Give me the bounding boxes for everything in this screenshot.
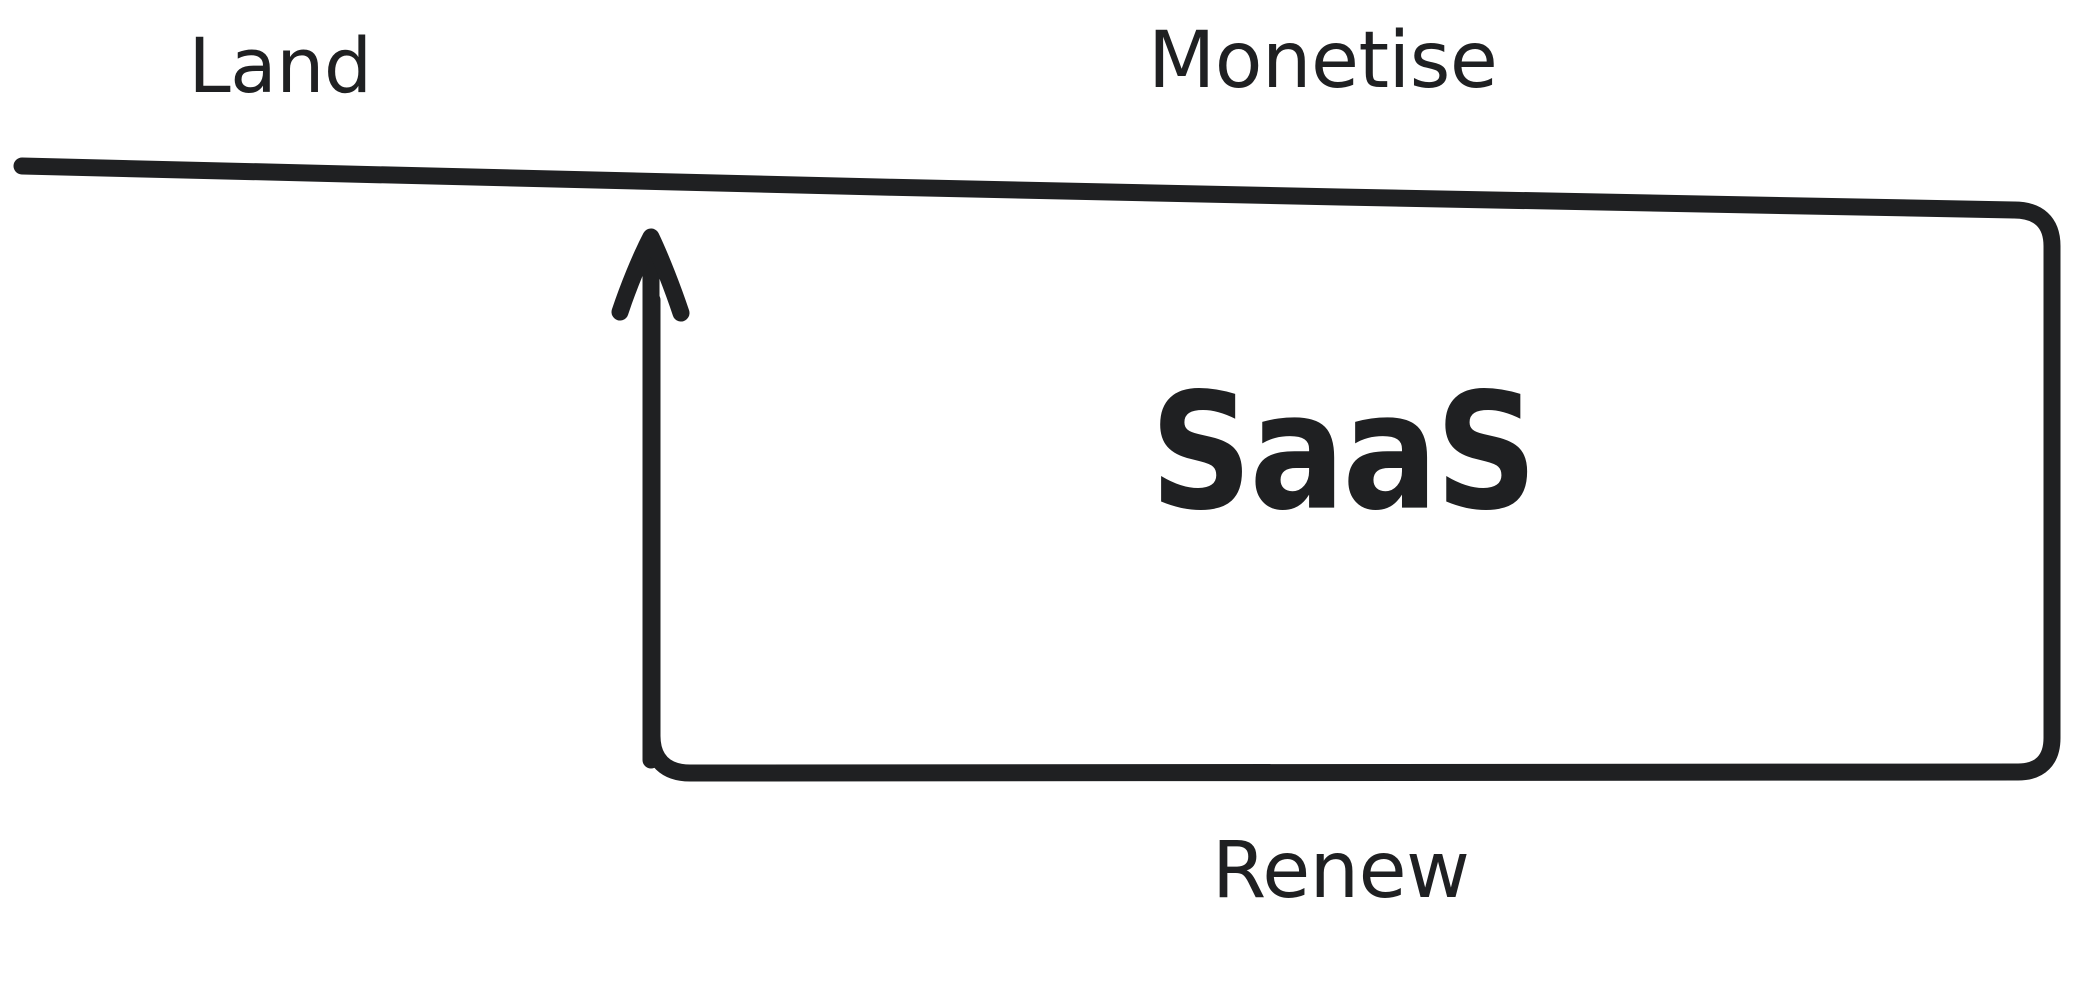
arrow-up-icon	[611, 228, 690, 769]
saas-center-label: SaaS	[1150, 358, 1538, 547]
land-to-monetise-line	[13, 157, 2023, 219]
land-label: Land	[188, 21, 372, 110]
monetise-label: Monetise	[1148, 16, 1498, 106]
renew-label: Renew	[1212, 826, 1470, 916]
